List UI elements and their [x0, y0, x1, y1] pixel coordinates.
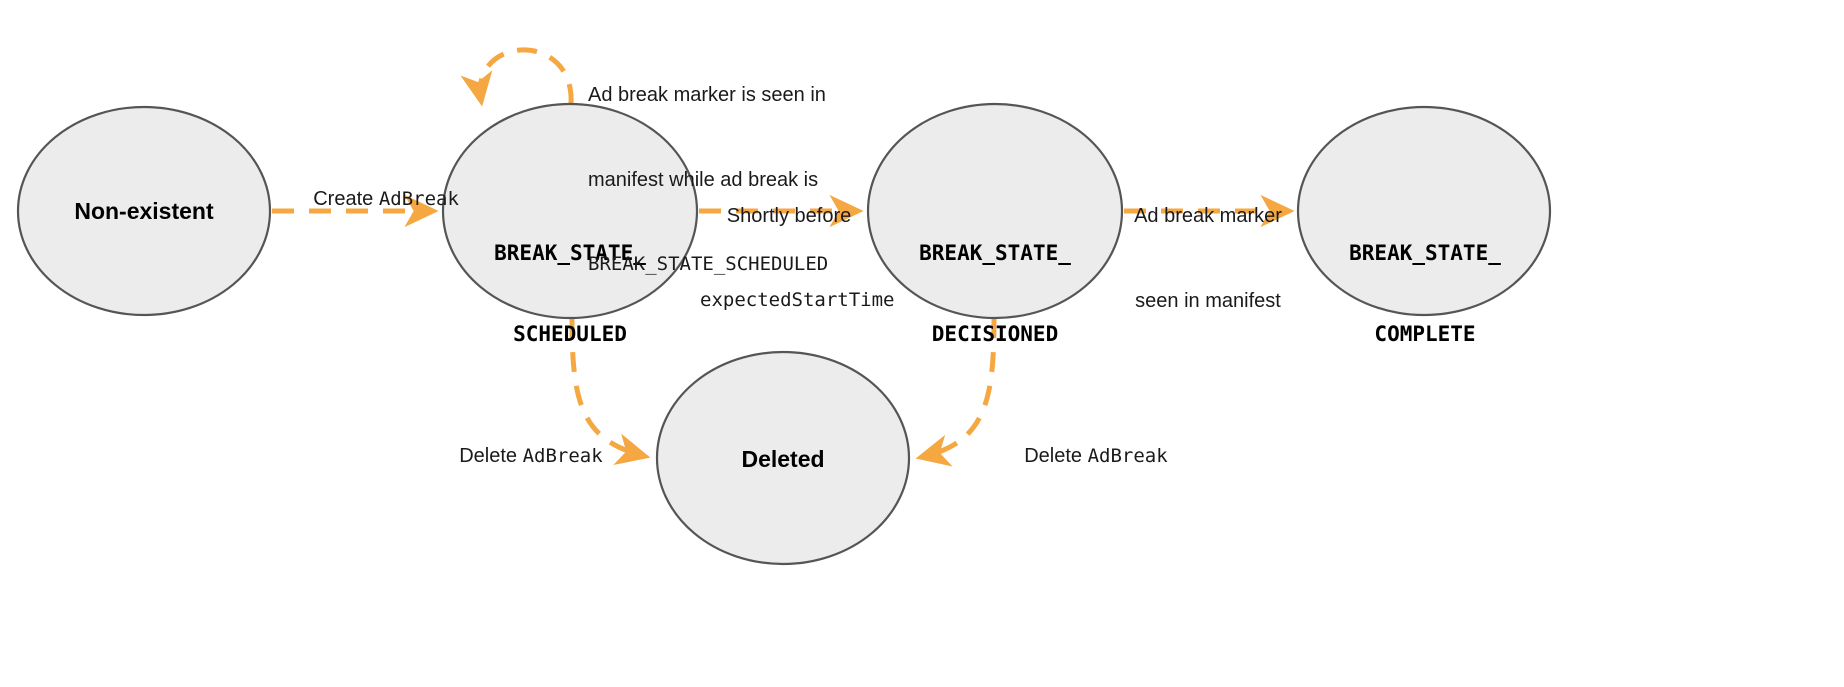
edge-marker-seen-while-scheduled — [460, 47, 574, 107]
node-break-state-scheduled[interactable] — [441, 102, 699, 320]
edge-label-text: Delete — [1024, 445, 1088, 468]
edge-label-line-2: seen in manifest — [1135, 289, 1281, 312]
node-break-state-complete[interactable] — [1296, 105, 1552, 317]
edge-label-line-1: Shortly before — [726, 204, 852, 227]
edge-label-create-adbreak: Create AdBreak — [291, 157, 459, 242]
edge-label-code: AdBreak — [522, 445, 603, 468]
node-deleted[interactable] — [655, 350, 911, 566]
edge-label-code: AdBreak — [1087, 445, 1168, 468]
edge-delete-adbreak-from-scheduled — [569, 317, 651, 466]
edge-label-line-1: Ad break marker — [1134, 204, 1282, 227]
edge-label-line-3-code: BREAK_STATE_SCHEDULED — [588, 253, 829, 276]
edge-label-text: Create — [313, 188, 379, 211]
edges-layer — [272, 47, 1295, 467]
edge-label-shortly-before-expected-start-time: Shortly before expectedStartTime — [700, 145, 895, 371]
edge-label-line-2: manifest while ad break is — [588, 168, 819, 191]
edge-label-code: AdBreak — [378, 188, 459, 211]
edge-label-line-2-code: expectedStartTime — [700, 288, 895, 311]
edge-label-text: Delete — [459, 445, 523, 468]
edge-label-delete-adbreak-from-scheduled: Delete AdBreak — [437, 414, 603, 499]
edge-label-marker-seen-in-manifest: Ad break marker seen in manifest — [1127, 145, 1289, 372]
node-non-existent[interactable] — [16, 105, 272, 317]
node-break-state-decisioned[interactable] — [866, 102, 1124, 320]
edge-label-marker-seen-while-scheduled: Ad break marker is seen in manifest whil… — [588, 24, 828, 335]
nodes-layer — [16, 102, 1552, 566]
edge-label-delete-adbreak-from-decisioned: Delete AdBreak — [1002, 414, 1168, 499]
edge-delete-adbreak-from-decisioned — [915, 317, 997, 467]
edge-label-line-1: Ad break marker is seen in — [588, 83, 826, 106]
